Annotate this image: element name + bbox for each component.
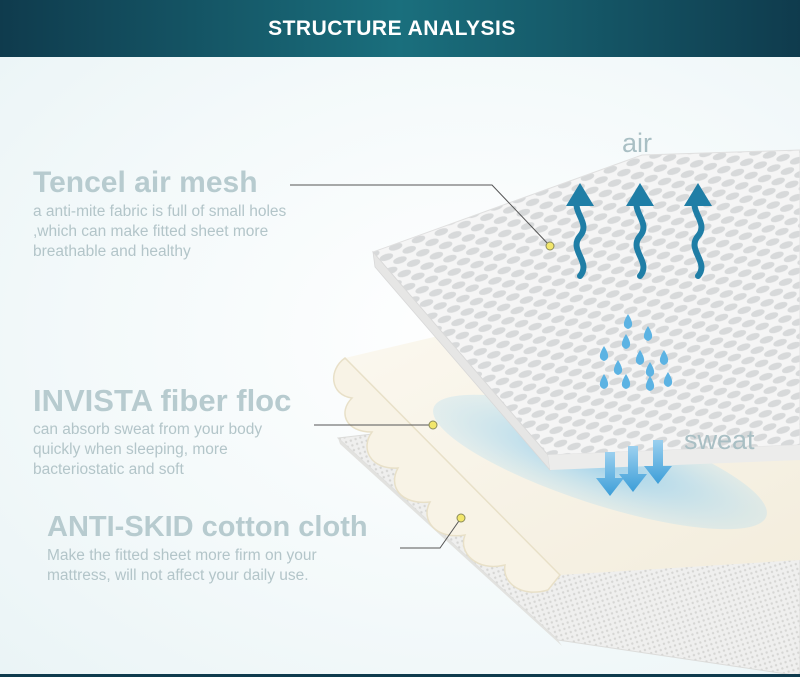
water-drop-icon [599, 314, 673, 391]
page-title: STRUCTURE ANALYSIS [268, 16, 516, 40]
section-title: ANTI-SKID cotton cloth [47, 511, 368, 543]
wavy-up-arrow-icon [573, 193, 705, 279]
air-arrow-heads [566, 183, 712, 206]
section-description: a anti-mite fabric is full of small hole… [33, 203, 287, 260]
invista-fiber-floc-section: INVISTA fiber floc can absorb sweat from… [33, 385, 333, 480]
callout-dots [428, 241, 555, 523]
down-arrow-icon [596, 440, 672, 496]
section-title: Tencel air mesh [33, 166, 258, 199]
bottom-border [0, 674, 800, 677]
tencel-air-mesh-section: Tencel air mesh a anti-mite fabric is fu… [33, 168, 363, 262]
section-description: Make the fitted sheet more firm on your … [47, 547, 317, 584]
callout-lines [290, 184, 551, 549]
tencel-mesh-layer [372, 149, 800, 472]
section-description: can absorb sweat from your body quickly … [33, 421, 263, 478]
section-title: INVISTA fiber floc [33, 383, 292, 418]
sweat-label: sweat [684, 425, 755, 455]
air-label: air [622, 128, 653, 158]
header-banner: STRUCTURE ANALYSIS [0, 0, 800, 57]
anti-skid-cotton-cloth-section: ANTI-SKID cotton cloth Make the fitted s… [47, 513, 407, 586]
